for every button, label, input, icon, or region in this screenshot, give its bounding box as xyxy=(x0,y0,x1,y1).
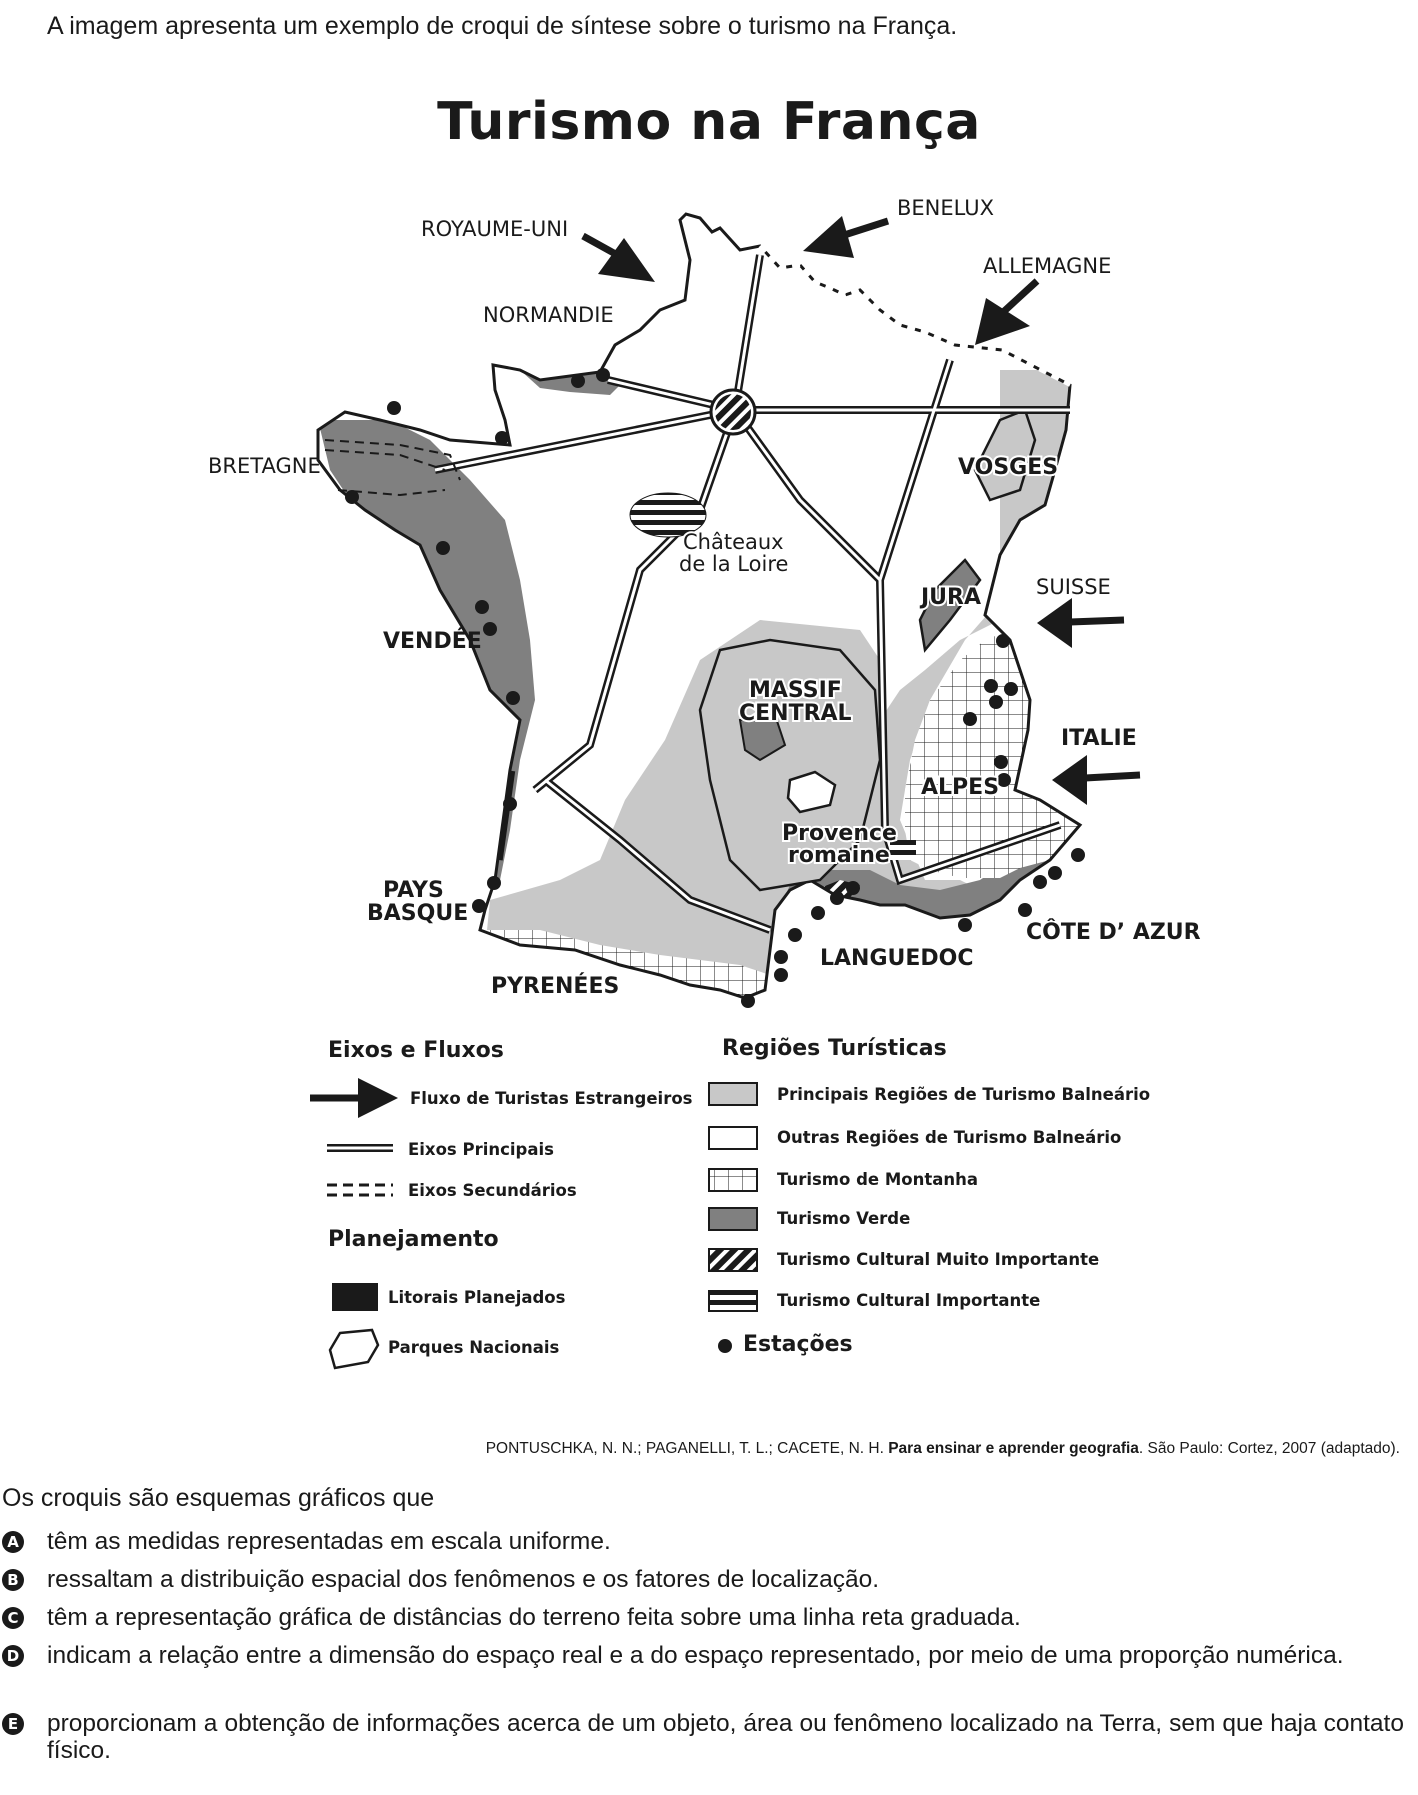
label-massif-1: MASSIF xyxy=(749,678,842,703)
label-normandie: NORMANDIE xyxy=(483,303,614,327)
legend-national-park-icon xyxy=(328,1328,380,1370)
legend-axes-title: Eixos e Fluxos xyxy=(328,1038,504,1063)
option-c-text: têm a representação gráfica de distância… xyxy=(47,1604,1021,1631)
legend-green-icon xyxy=(708,1207,758,1231)
legend-secondary-axis-label: Eixos Secundários xyxy=(408,1181,577,1200)
legend-cultural-very-label: Turismo Cultural Muito Importante xyxy=(777,1250,1099,1269)
label-chateaux-1: Châteaux xyxy=(683,530,784,554)
intro-text: A imagem apresenta um exemplo de croqui … xyxy=(47,12,958,40)
stations xyxy=(345,368,1085,1008)
legend-main-seaside-icon xyxy=(708,1082,758,1106)
source-citation: PONTUSCHKA, N. N.; PAGANELLI, T. L.; CAC… xyxy=(486,1440,1400,1458)
label-provence-2: romaine xyxy=(788,843,890,868)
cultural-chateaux-loire xyxy=(629,492,707,538)
legend-planned-coast-label: Litorais Planejados xyxy=(388,1288,566,1307)
legend-regions-title: Regiões Turísticas xyxy=(722,1036,947,1061)
legend-green-label: Turismo Verde xyxy=(777,1209,910,1228)
massif-central-area xyxy=(698,638,882,892)
flow-label-allemagne: ALLEMAGNE xyxy=(983,254,1111,278)
label-cote-azur: CÔTE D’ AZUR xyxy=(1026,919,1201,945)
label-vosges: VOSGES xyxy=(958,455,1058,480)
option-d-text: indicam a relação entre a dimensão do es… xyxy=(47,1642,1344,1669)
flow-arrow-royaume-uni xyxy=(581,232,655,282)
flow-label-royaume-uni: ROYAUME-UNI xyxy=(421,217,568,241)
flow-label-benelux: BENELUX xyxy=(897,196,994,220)
flow-arrow-allemagne xyxy=(975,278,1040,345)
label-pays-basque-1: PAYS xyxy=(383,878,444,903)
legend-national-park-label: Parques Nacionais xyxy=(388,1338,559,1357)
flow-label-suisse: SUISSE xyxy=(1036,575,1111,599)
legend-other-seaside-label: Outras Regiões de Turismo Balneário xyxy=(777,1128,1121,1147)
national-park-massif xyxy=(786,770,837,814)
label-provence-1: Provence xyxy=(782,821,897,846)
option-e-text: proporcionam a obtenção de informações a… xyxy=(47,1710,1404,1764)
legend-axes-flows: Eixos e Fluxos Fluxo de Turistas Estrang… xyxy=(310,1038,693,1200)
legend-flow-label: Fluxo de Turistas Estrangeiros xyxy=(410,1089,693,1108)
source-book: Para ensinar e aprender geografia xyxy=(888,1440,1139,1457)
legend-planning-title: Planejamento xyxy=(328,1227,499,1252)
label-vendee: VENDÉE xyxy=(383,628,482,654)
flow-label-italie: ITALIE xyxy=(1061,726,1137,751)
region-green-mediterranean xyxy=(770,820,1080,990)
source-rest: . São Paulo: Cortez, 2007 (adaptado). xyxy=(1138,1440,1400,1457)
source-authors: PONTUSCHKA, N. N.; PAGANELLI, T. L.; CAC… xyxy=(485,1440,889,1457)
tourism-map: ROYAUME-UNI BENELUX ALLEMAGNE SUISSE ITA… xyxy=(208,196,1201,1370)
option-a-text: têm as medidas representadas em escala u… xyxy=(47,1528,611,1555)
legend-mountain-icon xyxy=(708,1168,758,1192)
legend-flow-arrow-icon xyxy=(310,1078,398,1118)
legend-mountain-label: Turismo de Montanha xyxy=(777,1170,978,1189)
label-massif-2: CENTRAL xyxy=(739,701,852,726)
label-languedoc: LANGUEDOC xyxy=(820,946,974,971)
label-chateaux-2: de la Loire xyxy=(679,552,788,576)
legend-regions: Regiões Turísticas Principais Regiões de… xyxy=(708,1036,1150,1357)
option-c-letter: C xyxy=(2,1607,24,1629)
legend-other-seaside-icon xyxy=(708,1126,758,1150)
legend-station-icon xyxy=(718,1339,732,1353)
option-b-letter: B xyxy=(2,1569,24,1591)
label-jura: JURA xyxy=(919,585,981,610)
cultural-provence xyxy=(890,840,916,860)
legend-cultural-label: Turismo Cultural Importante xyxy=(777,1291,1040,1310)
foreign-tourist-flows xyxy=(581,216,1141,805)
legend-main-axis-label: Eixos Principais xyxy=(408,1140,554,1159)
label-pyrenees: PYRENÉES xyxy=(491,973,619,999)
paris-hub xyxy=(709,388,757,436)
option-a-letter: A xyxy=(2,1531,24,1553)
legend-secondary-axis-icon xyxy=(327,1183,393,1197)
legend-station-label: Estações xyxy=(743,1332,853,1357)
label-alpes: ALPES xyxy=(921,775,999,800)
question-stem: Os croquis são esquemas gráficos que xyxy=(2,1484,435,1512)
option-d-letter: D xyxy=(2,1645,24,1667)
flow-arrow-benelux xyxy=(803,216,890,258)
label-bretagne: BRETAGNE xyxy=(208,454,321,478)
map-title: Turismo na França xyxy=(437,92,981,152)
region-jura xyxy=(918,558,982,653)
region-mountain-alpes xyxy=(905,630,1080,878)
legend-planning: Planejamento Litorais Planejados Parques… xyxy=(328,1227,566,1370)
legend-planned-coast-icon xyxy=(332,1283,378,1311)
option-b-text: ressaltam a distribuição espacial dos fe… xyxy=(47,1566,880,1593)
region-green-massif xyxy=(738,713,787,762)
legend-main-seaside-label: Principais Regiões de Turismo Balneário xyxy=(777,1085,1150,1104)
flow-arrow-italie xyxy=(1052,755,1141,805)
legend-cultural-very-icon xyxy=(708,1248,758,1272)
legend-cultural-icon xyxy=(708,1290,758,1312)
flow-arrow-suisse xyxy=(1037,598,1125,648)
secondary-axes xyxy=(324,439,461,497)
label-pays-basque-2: BASQUE xyxy=(367,901,468,926)
option-e-letter: E xyxy=(2,1713,24,1735)
